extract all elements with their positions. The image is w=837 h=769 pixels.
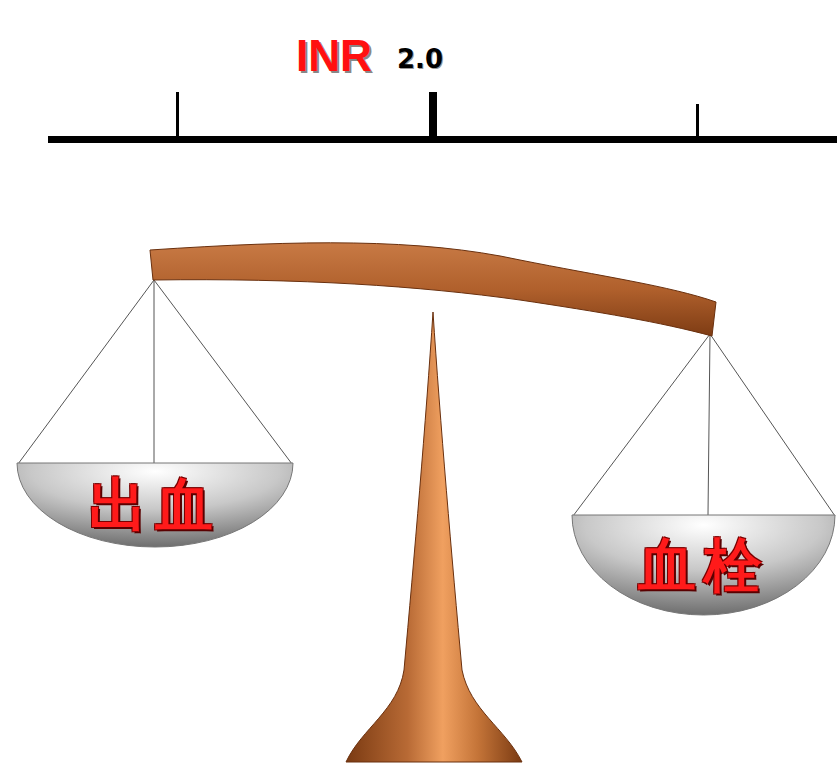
scale-line: [48, 136, 837, 143]
balance-beam: [150, 243, 716, 336]
axis-value: 2.0: [397, 46, 443, 72]
pan-label: 血栓: [638, 536, 770, 594]
scale-tick: [696, 104, 699, 136]
pan-outline: [572, 515, 835, 615]
pan-outline: [17, 463, 293, 547]
pan-label: 出血: [89, 476, 221, 534]
scale-tick: [429, 92, 437, 140]
axis-title: INR: [296, 34, 372, 78]
scale-pan: 出血: [17, 463, 293, 547]
scale-pan: 血栓: [572, 515, 835, 615]
scale-tick: [176, 92, 179, 136]
balance-pillar: [346, 312, 522, 762]
